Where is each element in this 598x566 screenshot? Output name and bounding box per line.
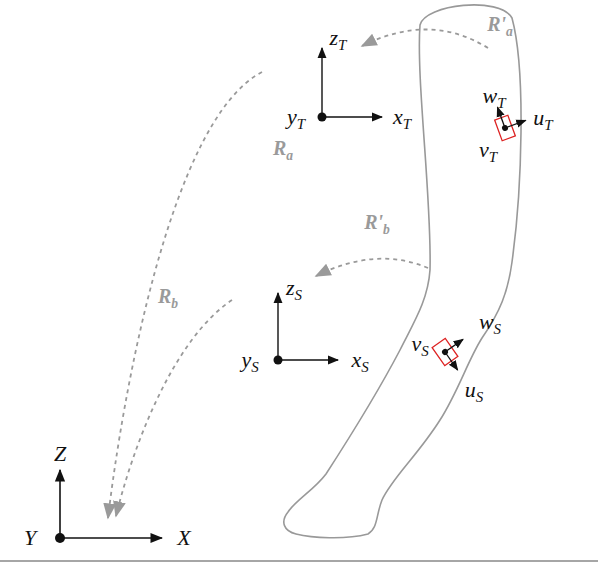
symbol: y bbox=[287, 104, 297, 129]
rotation-label: Ra bbox=[273, 138, 293, 158]
subscript: S bbox=[295, 287, 302, 303]
symbol: Z bbox=[54, 441, 66, 466]
shank-sensor bbox=[432, 330, 476, 374]
subscript: a bbox=[506, 24, 513, 39]
subscript: T bbox=[403, 116, 411, 132]
axis-label: Y bbox=[24, 527, 36, 549]
axis-label: zT bbox=[330, 27, 347, 49]
rotation-arrows bbox=[108, 29, 488, 518]
axis-label: vT bbox=[479, 139, 497, 161]
symbol: z bbox=[286, 275, 295, 300]
subscript: S bbox=[476, 389, 483, 405]
axis-label: uS bbox=[465, 379, 483, 401]
rotation-label: Rb bbox=[158, 286, 178, 306]
subscript: T bbox=[497, 95, 505, 111]
axis-label: xS bbox=[351, 349, 368, 371]
thigh-frame bbox=[318, 48, 383, 122]
subscript: S bbox=[494, 321, 501, 337]
symbol: u bbox=[465, 377, 476, 402]
axis-label: uT bbox=[533, 107, 552, 129]
axis-label: Z bbox=[54, 443, 66, 465]
subscript: S bbox=[361, 359, 368, 375]
subscript: S bbox=[421, 343, 428, 359]
symbol: x bbox=[351, 347, 361, 372]
axis-label: X bbox=[177, 527, 190, 549]
leg-outline bbox=[284, 5, 521, 538]
symbol: v bbox=[479, 137, 489, 162]
symbol: y bbox=[241, 347, 251, 372]
symbol: R' bbox=[487, 13, 506, 35]
subscript: b bbox=[383, 222, 390, 237]
axis-label: yT bbox=[287, 106, 305, 128]
symbol: z bbox=[330, 25, 339, 50]
ground-line bbox=[0, 560, 598, 562]
rotation-label: R'b bbox=[364, 212, 390, 232]
axis-label: yS bbox=[241, 349, 258, 371]
symbol: R bbox=[273, 137, 286, 159]
symbol: w bbox=[482, 83, 497, 108]
subscript: T bbox=[338, 37, 346, 53]
axis-label: xT bbox=[393, 106, 411, 128]
symbol: u bbox=[533, 105, 544, 130]
shank-frame bbox=[274, 293, 339, 365]
axis-label: wT bbox=[482, 85, 505, 107]
axis-label: wS bbox=[479, 311, 501, 333]
global-frame bbox=[55, 470, 162, 543]
symbol: R bbox=[158, 285, 171, 307]
subscript: b bbox=[171, 296, 178, 311]
axis-label: vS bbox=[411, 333, 428, 355]
symbol: R' bbox=[364, 211, 383, 233]
symbol: Y bbox=[24, 525, 36, 550]
symbol: v bbox=[411, 331, 421, 356]
subscript: T bbox=[489, 149, 497, 165]
subscript: S bbox=[251, 359, 258, 375]
rotation-label: R'a bbox=[487, 14, 513, 34]
symbol: w bbox=[479, 309, 494, 334]
subscript: a bbox=[286, 148, 293, 163]
symbol: x bbox=[393, 104, 403, 129]
subscript: T bbox=[297, 116, 305, 132]
axis-label: zS bbox=[286, 277, 302, 299]
subscript: T bbox=[544, 117, 552, 133]
symbol: X bbox=[177, 525, 190, 550]
